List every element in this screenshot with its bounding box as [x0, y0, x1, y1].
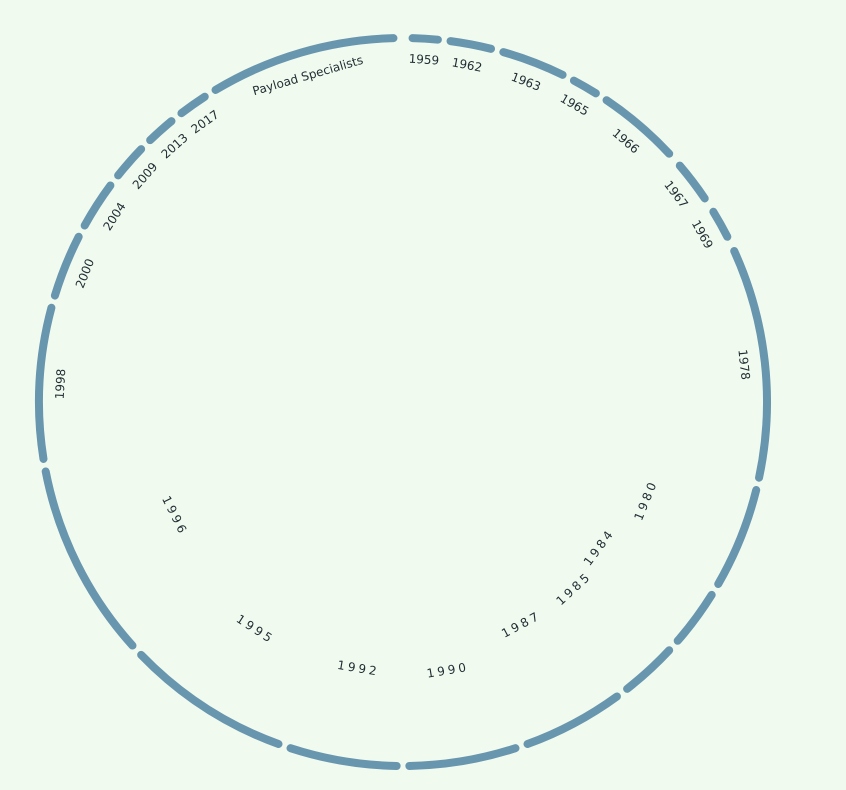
- ring-segment-1966: [602, 96, 674, 158]
- ring-segment-1985: [623, 646, 674, 693]
- segment-label-1990: 1990: [426, 660, 470, 681]
- ring-segment-1959: [408, 34, 442, 44]
- ring-segment-1965: [569, 76, 600, 98]
- segment-label-1965: 1965: [558, 91, 591, 118]
- ring-segment-2017: [177, 92, 209, 118]
- ring-segment-2000: [50, 232, 83, 300]
- segment-label-1992: 1992: [336, 658, 380, 679]
- ring-segment-1995: [137, 650, 283, 749]
- ring-segments: [35, 34, 772, 770]
- segment-label-1996: 1996: [159, 494, 191, 538]
- segment-label-1980: 1980: [631, 478, 660, 523]
- segment-label-1978: 1978: [735, 349, 752, 381]
- ring-segment-1963: [499, 48, 567, 79]
- segment-label-1985: 1985: [554, 569, 595, 608]
- segment-label-1963: 1963: [509, 70, 543, 94]
- segment-label-1966: 1966: [610, 126, 642, 156]
- ring-segment-2009: [114, 145, 146, 180]
- ring-segment-payload-specialists: [211, 34, 398, 94]
- ring-segment-2004: [80, 181, 115, 230]
- ring-labels: 1959 1962 1963 1965 1966 1967 1969 1978 1980 1984…: [53, 52, 753, 681]
- segment-label-1969: 1969: [689, 218, 716, 251]
- segment-label-1995: 1995: [234, 612, 277, 647]
- segment-label-2000: 2000: [73, 257, 97, 291]
- ring-segment-1996: [41, 467, 137, 650]
- segment-label-2009: 2009: [130, 160, 161, 192]
- ring-segment-1992: [286, 744, 401, 770]
- segment-label-1984: 1984: [581, 526, 618, 569]
- segment-label-1962: 1962: [451, 55, 484, 74]
- segment-label-1998: 1998: [53, 368, 69, 399]
- segment-label-2004: 2004: [100, 200, 128, 233]
- ring-segment-1967: [675, 161, 709, 203]
- segment-label-1959: 1959: [408, 52, 439, 68]
- ring-segment-1978: [730, 247, 772, 482]
- ring-segment-1980: [714, 486, 761, 588]
- ring-segment-1998: [35, 303, 56, 463]
- ring-segment-2013: [146, 117, 176, 145]
- ring-segment-1987: [523, 692, 621, 749]
- segment-label-1967: 1967: [661, 178, 691, 211]
- segment-label-2017: 2017: [189, 107, 222, 136]
- segment-label-2013: 2013: [159, 131, 191, 162]
- ring-segment-1969: [709, 207, 732, 241]
- segment-label-1987: 1987: [499, 608, 543, 640]
- ring-segment-1984: [673, 590, 716, 645]
- ring-segment-1990: [405, 744, 520, 770]
- ring-segment-1962: [446, 37, 496, 53]
